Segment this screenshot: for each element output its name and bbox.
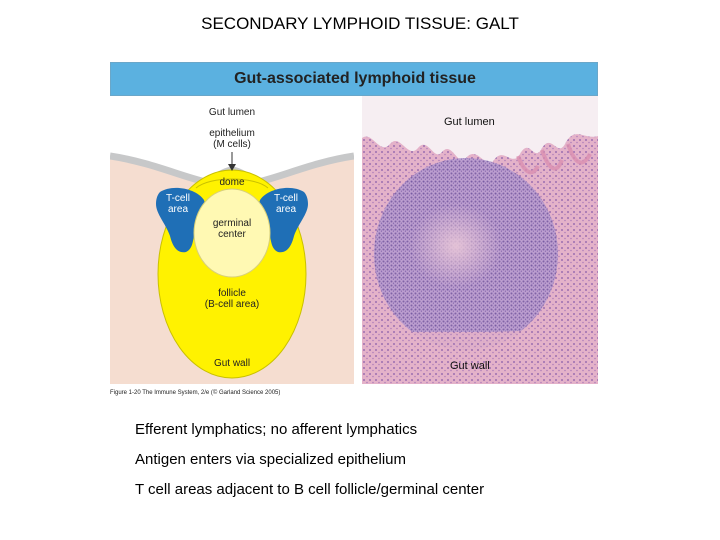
figure-caption: Figure 1-20 The Immune System, 2/e (© Ga… (110, 390, 281, 396)
gut-wall-region (362, 322, 598, 384)
galt-diagram: Gut lumen epithelium (M cells) dome T-ce… (110, 96, 354, 384)
galt-diagram-drawing (110, 152, 354, 384)
histology-drawing (362, 96, 598, 384)
label-tcell-right: T-cell (274, 193, 298, 204)
bullet-1: Efferent lymphatics; no afferent lymphat… (135, 421, 418, 438)
label-m-cells: (M cells) (213, 139, 251, 150)
figure-header-text: Gut-associated lymphoid tissue (234, 70, 476, 87)
label-germinal: germinal (212, 218, 252, 229)
bullet-3: T cell areas adjacent to B cell follicle… (135, 481, 485, 498)
figure-body: Gut lumen epithelium (M cells) dome T-ce… (110, 96, 598, 384)
label-gut-wall: Gut wall (213, 358, 251, 369)
bullet-2: Antigen enters via specialized epitheliu… (135, 451, 406, 468)
label-epithelium: epithelium (209, 128, 255, 139)
tcell-area-right (258, 187, 308, 253)
villi (516, 143, 592, 175)
label-tcell-left-area: area (167, 204, 188, 215)
dome-outline (195, 178, 269, 189)
m-cell-arrowhead (228, 164, 236, 171)
photo-label-gut-wall: Gut wall (450, 360, 490, 372)
tcell-area-left (156, 187, 206, 253)
germinal-center-pale (410, 204, 502, 288)
label-tcell-right-area: area (275, 204, 296, 215)
galt-figure: Gut-associated lymphoid tissue (110, 62, 598, 396)
label-gut-lumen: Gut lumen (208, 107, 256, 118)
slide-title: SECONDARY LYMPHOID TISSUE: GALT (201, 14, 519, 33)
germinal-center (193, 188, 271, 278)
label-tcell-left: T-cell (166, 193, 190, 204)
figure-header: Gut-associated lymphoid tissue (110, 62, 598, 96)
photo-label-gut-lumen: Gut lumen (444, 116, 495, 128)
label-germinal-center: center (218, 229, 246, 240)
label-dome: dome (219, 177, 245, 188)
label-b-cell-area: (B-cell area) (204, 299, 260, 310)
lumen-area (362, 96, 598, 164)
histology-photo: Gut lumen Gut wall (362, 96, 598, 384)
label-follicle: follicle (218, 288, 246, 299)
